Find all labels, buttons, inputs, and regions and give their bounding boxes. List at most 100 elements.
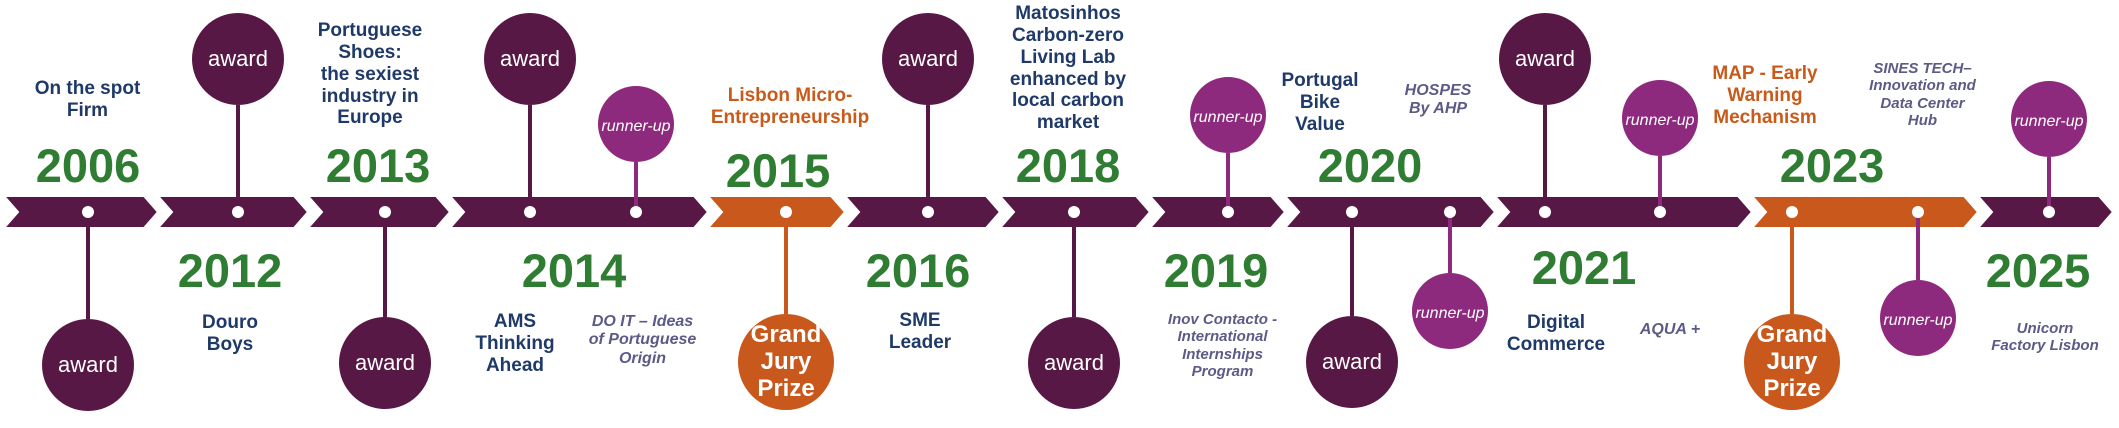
- year-2012: 2012: [177, 244, 283, 297]
- badge-circle: [1306, 316, 1398, 408]
- label-sme-leader: SME Leader: [888, 310, 952, 353]
- timeline-dot: [780, 206, 792, 218]
- badge-text: award: [1044, 350, 1104, 375]
- badge-text: award: [1322, 349, 1382, 374]
- arrow-segment: [1282, 195, 1497, 229]
- award-badge: award: [484, 13, 576, 105]
- arrow-segment: [1, 195, 160, 229]
- label-portugal-bike-value: Portugal Bike Value: [1281, 70, 1359, 135]
- label-lisbon-micro-entrepreneurship: Lisbon Micro- Entrepreneurship: [710, 85, 870, 128]
- badge-text: award: [208, 46, 268, 71]
- label-douro-boys: Douro Boys: [202, 312, 258, 355]
- badge-circle: [192, 13, 284, 105]
- badge-circle: [598, 86, 674, 162]
- year-2020: 2020: [1317, 139, 1423, 192]
- timeline-dot: [1346, 206, 1358, 218]
- badge-circle: [2011, 81, 2087, 157]
- runner-up-badge: runner-up: [1622, 80, 1698, 156]
- badge-text: Grand: [751, 321, 822, 348]
- label-on-the-spot-firm: On the spot Firm: [34, 78, 141, 121]
- badge-connectors: [82, 105, 2055, 319]
- timeline-dot: [1912, 206, 1924, 218]
- label-inov-contacto: Inov Contacto - International Internship…: [1167, 311, 1278, 380]
- timeline-dot: [524, 206, 536, 218]
- badge-text: Prize: [757, 375, 814, 402]
- badge-circle: [42, 319, 134, 411]
- award-badges: awardawardawardawardrunner-upGrandJuryPr…: [42, 13, 2087, 411]
- badge-circle: [339, 317, 431, 409]
- runner-up-badge: runner-up: [598, 86, 674, 162]
- runner-up-badge: runner-up: [2011, 81, 2087, 157]
- runner-up-badge: runner-up: [1880, 280, 1956, 356]
- badge-text: runner-up: [1625, 112, 1694, 129]
- year-2015: 2015: [725, 144, 831, 197]
- badge-circle: [1622, 80, 1698, 156]
- label-portuguese-shoes: Portuguese Shoes: the sexiest industry i…: [317, 20, 423, 129]
- badge-text: runner-up: [2014, 113, 2083, 130]
- arrow-segment: [705, 195, 847, 229]
- year-2025: 2025: [1985, 244, 2091, 297]
- label-hospes: HOSPES By AHP: [1404, 82, 1472, 118]
- label-map-early-warning: MAP - Early Warning Mechanism: [1712, 63, 1818, 128]
- award-badge: award: [339, 317, 431, 409]
- award-badge: award: [1028, 317, 1120, 409]
- badge-circle: [1744, 314, 1840, 410]
- award-badge: award: [192, 13, 284, 105]
- label-matosinhos-carbon-zero: Matosinhos Carbon-zero Living Lab enhanc…: [1009, 3, 1127, 134]
- badge-text: runner-up: [1193, 109, 1262, 126]
- badge-text: award: [1515, 46, 1575, 71]
- label-do-it: DO IT – Ideas of Portuguese Origin: [588, 313, 697, 367]
- badge-circle: [882, 13, 974, 105]
- timeline-dot: [82, 206, 94, 218]
- year-2013: 2013: [325, 139, 431, 192]
- year-2018: 2018: [1015, 139, 1121, 192]
- year-2021: 2021: [1531, 241, 1637, 294]
- badge-text: award: [500, 46, 560, 71]
- arrow-segment: [1147, 195, 1287, 229]
- year-2014: 2014: [521, 244, 627, 297]
- badge-text: runner-up: [1415, 305, 1484, 322]
- badge-text: award: [898, 46, 958, 71]
- year-2016: 2016: [865, 244, 971, 297]
- award-badge: award: [1306, 316, 1398, 408]
- arrow-segment: [1492, 195, 1754, 229]
- timeline-dot: [1068, 206, 1080, 218]
- award-badge: award: [1499, 13, 1591, 105]
- year-2006: 2006: [35, 139, 141, 192]
- timeline-dot: [2043, 206, 2055, 218]
- arrow-segment: [447, 195, 710, 229]
- runner-up-badge: runner-up: [1190, 77, 1266, 153]
- award-badge: award: [42, 319, 134, 411]
- year-2019: 2019: [1163, 244, 1269, 297]
- runner-up-badge: runner-up: [1412, 273, 1488, 349]
- timeline-dot: [1444, 206, 1456, 218]
- label-aqua-plus: AQUA +: [1639, 321, 1701, 338]
- badge-circle: [484, 13, 576, 105]
- badge-text: runner-up: [601, 118, 670, 135]
- timeline-dot: [232, 206, 244, 218]
- badge-text: Jury: [1767, 348, 1818, 375]
- badge-text: award: [58, 352, 118, 377]
- label-unicorn-factory-lisbon: Unicorn Factory Lisbon: [1991, 320, 2099, 355]
- badge-text: Jury: [761, 348, 812, 375]
- year-2023: 2023: [1779, 139, 1885, 192]
- timeline-dot: [630, 206, 642, 218]
- badge-text: Grand: [1757, 321, 1828, 348]
- timeline-dot: [1786, 206, 1798, 218]
- arrow-segment: [1749, 195, 1980, 229]
- badge-text: Prize: [1763, 375, 1820, 402]
- badge-circle: [1880, 280, 1956, 356]
- badge-circle: [1499, 13, 1591, 105]
- label-ams-thinking-ahead: AMS Thinking Ahead: [475, 311, 555, 376]
- timeline-dot: [1654, 206, 1666, 218]
- badge-circle: [738, 314, 834, 410]
- label-sines-tech: SINES TECH– Innovation and Data Center H…: [1869, 60, 1976, 129]
- badge-circle: [1190, 77, 1266, 153]
- badge-circle: [1412, 273, 1488, 349]
- badge-text: runner-up: [1883, 312, 1952, 329]
- label-digital-commerce: Digital Commerce: [1506, 312, 1606, 355]
- award-badge: award: [882, 13, 974, 105]
